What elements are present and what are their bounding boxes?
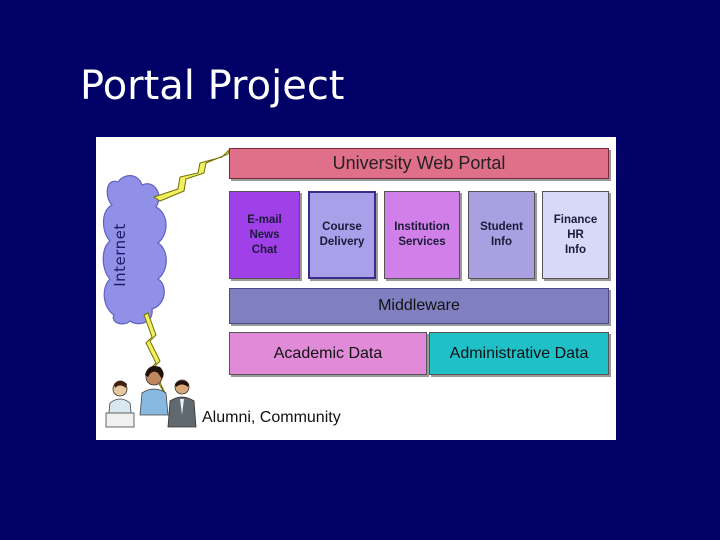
- internet-label: Internet: [111, 223, 129, 287]
- internet-cloud-icon: [102, 175, 167, 325]
- academic-data-box: Academic Data: [229, 332, 427, 375]
- service-course-delivery: Course Delivery: [308, 191, 376, 279]
- people-group-icon: [105, 366, 197, 428]
- university-web-portal-bar: University Web Portal: [229, 148, 609, 179]
- service-finance-hr-info: Finance HR Info: [542, 191, 609, 279]
- slide-title: Portal Project: [80, 63, 345, 109]
- alumni-community-label: Alumni, Community: [202, 409, 341, 426]
- administrative-data-box: Administrative Data: [429, 332, 609, 375]
- diagram-artwork: [102, 148, 231, 428]
- middleware-bar: Middleware: [229, 288, 609, 324]
- service-institution-services: Institution Services: [384, 191, 460, 279]
- portal-architecture-diagram: Internet University Web Portal E-mail Ne…: [96, 137, 616, 440]
- service-student-info: Student Info: [468, 191, 535, 279]
- lightning-bolt-lower-icon: [143, 312, 167, 396]
- service-email-news-chat: E-mail News Chat: [229, 191, 300, 279]
- lightning-bolt-upper-icon: [152, 148, 231, 202]
